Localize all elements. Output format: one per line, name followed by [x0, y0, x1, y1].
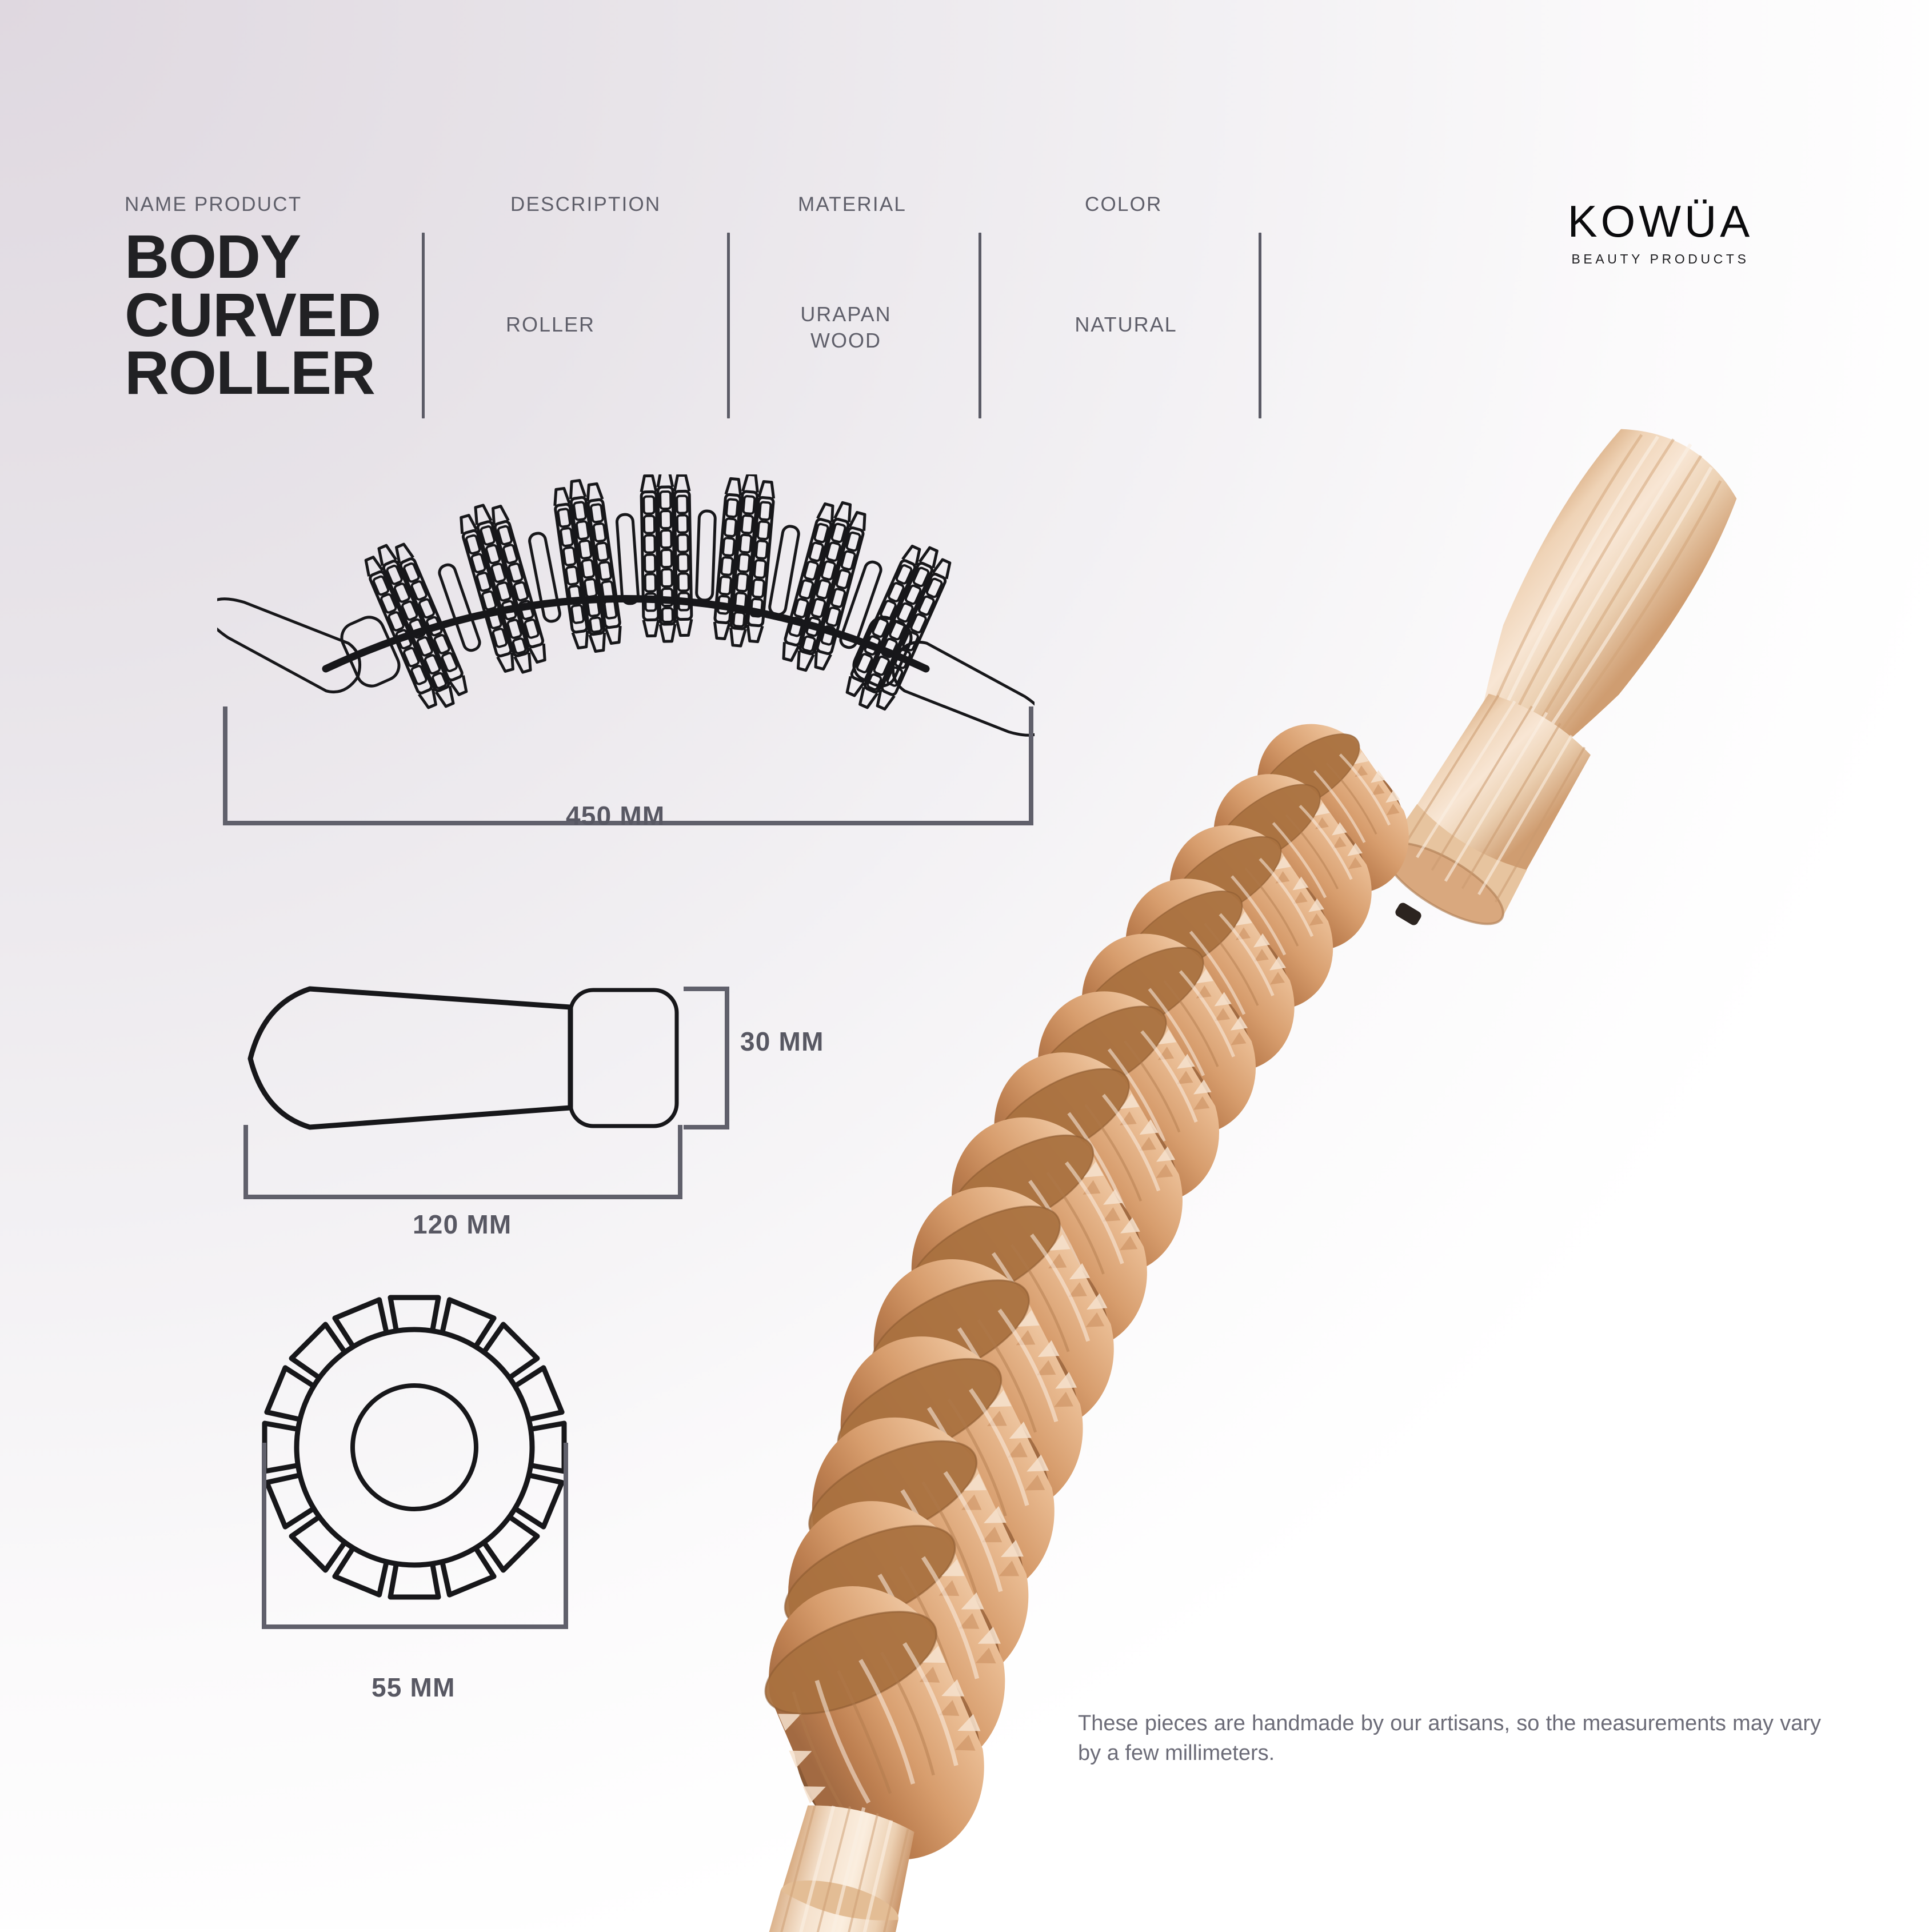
drawing-curved-roller — [217, 474, 1035, 825]
header-divider-3 — [979, 233, 981, 418]
handle-neck — [1383, 693, 1591, 925]
column-value-color: NATURAL — [1075, 313, 1177, 336]
header-divider-1 — [422, 233, 425, 418]
header-divider-4 — [1259, 233, 1261, 418]
dimension-label-length: 450 MM — [566, 801, 665, 831]
lower-shaft — [720, 1805, 914, 1932]
column-value-description: ROLLER — [505, 313, 596, 336]
drawing-end-cap — [243, 986, 729, 1199]
column-label-material: MATERIAL — [798, 193, 907, 215]
brand-logo: KOWÜA BEAUTY PRODUCTS — [1523, 199, 1798, 267]
dimension-label-cap-height: 30 MM — [740, 1027, 824, 1056]
brand-tagline: BEAUTY PRODUCTS — [1571, 252, 1750, 266]
drawing-gear-disc — [262, 1295, 568, 1629]
page-title: BODY CURVED ROLLER — [125, 222, 381, 408]
column-value-material: URAPAN WOOD — [800, 302, 892, 353]
handmade-disclaimer: These pieces are handmade by our artisan… — [1078, 1711, 1821, 1765]
spec-header: NAME PRODUCT BODY CURVED ROLLER DESCRIPT… — [0, 0, 1929, 434]
column-label-name-product: NAME PRODUCT — [125, 193, 302, 215]
column-label-color: COLOR — [1085, 193, 1163, 215]
dimension-label-disc-diameter: 55 MM — [372, 1672, 456, 1702]
brand-name: KOWÜA — [1567, 196, 1754, 246]
product-photo — [720, 429, 1737, 1932]
column-label-description: DESCRIPTION — [510, 193, 661, 215]
handle-grip — [1481, 429, 1737, 755]
header-divider-2 — [727, 233, 730, 418]
dimension-label-cap-length: 120 MM — [413, 1210, 512, 1239]
